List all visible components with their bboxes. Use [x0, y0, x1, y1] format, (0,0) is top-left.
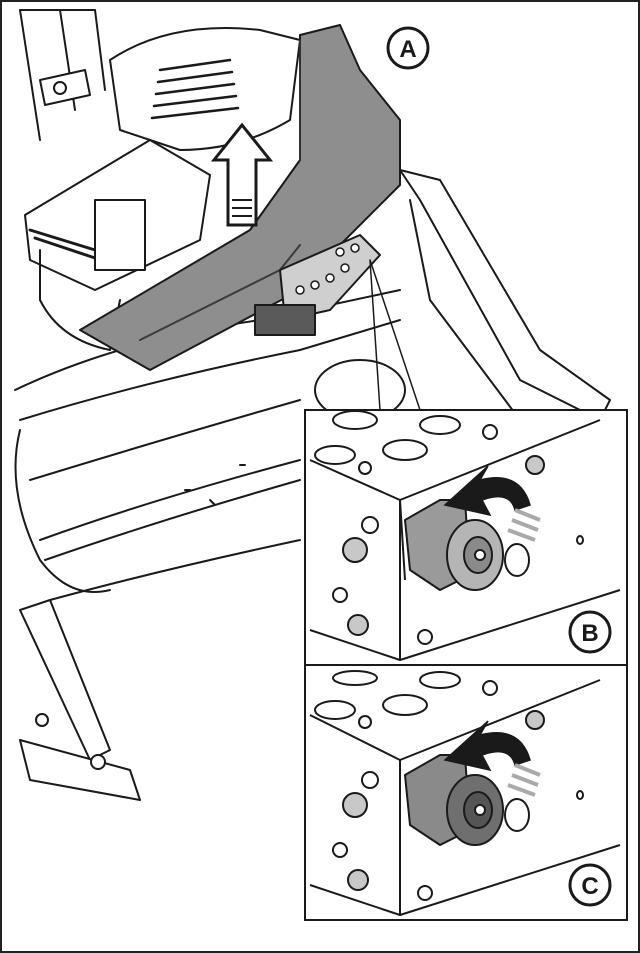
- manifold-edge-c: [309, 844, 621, 916]
- bracket-bolt: [53, 81, 67, 95]
- callout-c-label: C: [581, 873, 598, 900]
- valve-base: [254, 304, 316, 336]
- manifold-edge-b: [309, 589, 621, 661]
- valve-ports: [295, 243, 360, 295]
- frame-bolts: [184, 464, 246, 506]
- mast-frame: [19, 9, 106, 141]
- rotate-counterclockwise-icon: [443, 465, 541, 542]
- track-body: [19, 319, 401, 421]
- seat-side: [39, 249, 121, 351]
- manifold-block-c: [309, 679, 601, 915]
- detail-leader: [369, 259, 421, 411]
- vent-slots: [150, 58, 240, 120]
- detail-panel-c: C: [304, 664, 628, 921]
- machine-overview: [14, 9, 611, 801]
- rotate-counterclockwise-icon: [443, 720, 541, 797]
- track-end: [14, 429, 111, 593]
- foot-pin: [90, 754, 106, 770]
- foot-plate: [19, 739, 141, 801]
- seat-grille: [28, 228, 97, 260]
- support-leg: [19, 599, 111, 761]
- right-arm-inner: [409, 199, 521, 421]
- callout-b-label: B: [581, 620, 598, 647]
- engine-housing: [109, 27, 301, 151]
- manifold-block-b: [309, 419, 601, 660]
- track-lower: [29, 399, 301, 481]
- callout-a: A: [386, 26, 430, 70]
- leg-pivot: [35, 713, 49, 727]
- callout-a-label: A: [399, 36, 416, 63]
- seat-box: [94, 199, 146, 271]
- up-arrow-icon: [210, 122, 274, 227]
- track-belt: [39, 459, 301, 601]
- right-arm: [399, 169, 611, 421]
- detail-panel-b: B: [304, 409, 628, 666]
